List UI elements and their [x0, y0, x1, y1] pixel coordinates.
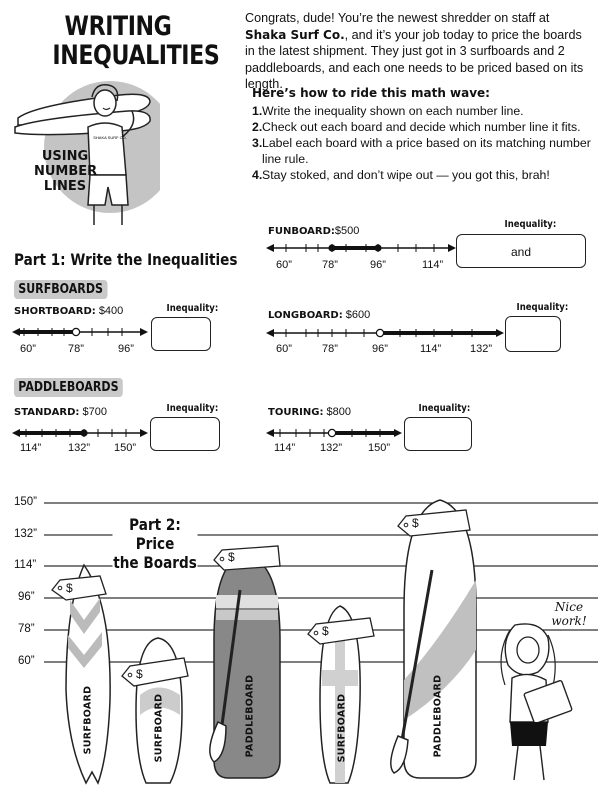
tag-dollar: $ — [322, 624, 329, 638]
tag-dollar: $ — [228, 550, 235, 564]
tick-label: 132” — [320, 442, 343, 454]
touring-inequality-input[interactable] — [404, 417, 472, 451]
price-tag[interactable] — [121, 657, 189, 687]
paddleboard-2 — [390, 499, 477, 779]
inequality-label: Inequality: — [504, 219, 557, 230]
tick-label: 78” — [68, 343, 84, 355]
steps-list: 1.Write the inequality shown on each num… — [252, 103, 592, 183]
height-label: 96” — [18, 591, 35, 603]
step-item: 2.Check out each board and decide which … — [252, 120, 581, 134]
paddleboard-1 — [209, 554, 281, 779]
circle-caption: USING NUMBER LINES — [34, 149, 98, 194]
tick-label: 60” — [20, 343, 36, 355]
height-label: 132” — [14, 528, 38, 540]
funboard-inequality-input[interactable]: and — [456, 234, 586, 268]
price-tag[interactable] — [213, 545, 281, 571]
step-item: 1.Write the inequality shown on each num… — [252, 104, 524, 118]
open-point — [71, 327, 81, 337]
standard-inequality-input[interactable] — [150, 417, 220, 451]
tick-label: 60” — [276, 343, 292, 355]
tick-label: 114” — [420, 343, 442, 355]
tick-label: 96” — [370, 259, 386, 271]
inequality-label: Inequality: — [166, 303, 219, 314]
paddleboards-section-label: PADDLEBOARDS — [14, 378, 123, 397]
funboard-label: FUNBOARD:$500 — [268, 225, 360, 237]
price-tag[interactable] — [397, 509, 471, 537]
height-label: 78” — [18, 623, 35, 635]
board-brand-mark: SHAKA SURF CO. — [93, 135, 127, 140]
tick-label: 78” — [322, 259, 338, 271]
tick-label: 114” — [274, 442, 296, 454]
touring-number-line — [266, 428, 402, 438]
inequality-label: Inequality: — [418, 403, 471, 414]
tick-label: 150” — [114, 442, 137, 454]
inequality-label: Inequality: — [166, 403, 219, 414]
surfboard-3 — [319, 605, 361, 784]
longboard-number-line — [266, 328, 504, 338]
board-label: SURFBOARD — [82, 685, 94, 755]
surfer-illustration: SHAKA SURF CO. — [14, 81, 160, 225]
price-tag[interactable] — [51, 575, 107, 601]
step-item: 3.Label each board with a price based on… — [252, 136, 591, 166]
open-point — [327, 428, 337, 438]
board-label: SURFBOARD — [336, 693, 348, 763]
brand-name: Shaka Surf Co. — [245, 27, 345, 42]
board-label: SURFBOARD — [153, 693, 165, 763]
closed-point — [328, 244, 336, 252]
tick-label: 96” — [372, 343, 388, 355]
tick-label: 96” — [118, 343, 134, 355]
tick-label: 150” — [368, 442, 391, 454]
tick-label: 132” — [470, 343, 493, 355]
tick-label: 78” — [322, 343, 338, 355]
price-tag[interactable] — [307, 617, 375, 645]
open-point — [375, 328, 385, 338]
longboard-inequality-input[interactable] — [505, 316, 561, 352]
tick-label: 60” — [276, 259, 292, 271]
standard-label: STANDARD: $700 — [14, 406, 107, 418]
surfboards-section-label: SURFBOARDS — [14, 280, 108, 299]
tick-label: 114” — [422, 259, 444, 271]
part1-title: Part 1: Write the Inequalities — [14, 250, 238, 269]
tag-dollar: $ — [412, 516, 419, 530]
standard-number-line — [12, 429, 148, 437]
height-label: 114” — [14, 559, 37, 571]
touring-label: TOURING: $800 — [268, 406, 351, 418]
clipboard — [523, 679, 573, 725]
longboard-label: LONGBOARD: $600 — [268, 309, 371, 321]
shortboard-label: SHORTBOARD: $400 — [14, 305, 124, 317]
board-height-chart — [44, 499, 598, 785]
height-label: 60” — [18, 655, 35, 667]
closed-point — [374, 244, 382, 252]
speech-text: Nice work! — [551, 600, 587, 628]
part2-title: Part 2: Price the Boards — [112, 515, 198, 572]
funboard-number-line — [266, 244, 456, 252]
tick-label: 132” — [68, 442, 91, 454]
tick-label: 114” — [20, 442, 42, 454]
shortboard-number-line — [12, 327, 148, 337]
surfer-shirt — [87, 122, 127, 176]
girl-illustration — [500, 623, 573, 781]
inequality-label: Inequality: — [516, 302, 569, 313]
worksheet-title: WRITING INEQUALITIES — [52, 11, 220, 71]
board-label: PADDLEBOARD — [244, 674, 256, 758]
height-label: 150” — [14, 496, 38, 508]
shortboard-inequality-input[interactable] — [151, 317, 211, 351]
tag-dollar: $ — [66, 581, 73, 595]
surfboard-1 — [65, 563, 111, 785]
intro-paragraph: Congrats, dude! You’re the newest shredd… — [245, 11, 584, 91]
board-label: PADDLEBOARD — [432, 674, 444, 758]
steps-heading: Here’s how to ride this math wave: — [252, 86, 490, 100]
tag-dollar: $ — [136, 667, 143, 681]
surfer-head — [93, 89, 117, 117]
step-item: 4.Stay stoked, and don’t wipe out — you … — [252, 168, 550, 182]
closed-point — [80, 429, 88, 437]
